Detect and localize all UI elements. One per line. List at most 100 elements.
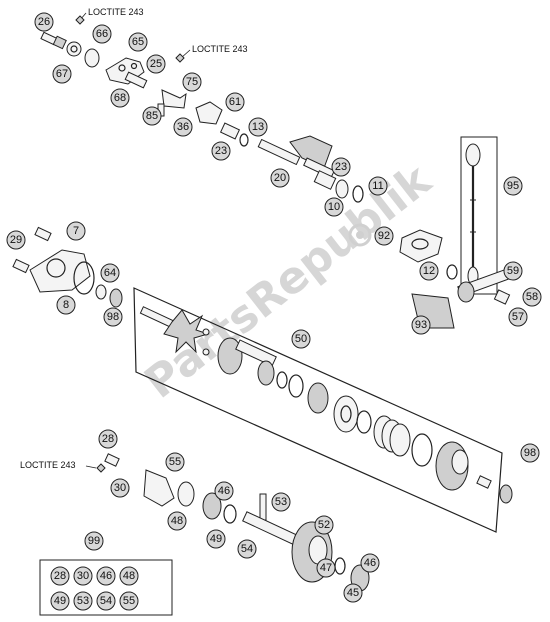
loctite-label-bottom: LOCTITE 243	[20, 460, 106, 473]
callout-98a: 98	[103, 307, 123, 327]
needle-bearing-98-part	[499, 484, 513, 504]
callout-49: 49	[206, 529, 226, 549]
svg-text:13: 13	[252, 121, 264, 133]
svg-text:98: 98	[524, 447, 536, 459]
svg-text:20: 20	[274, 172, 286, 184]
svg-text:65: 65	[132, 36, 144, 48]
callout-59: 59	[503, 261, 523, 281]
svg-text:LOCTITE 243: LOCTITE 243	[192, 44, 248, 54]
svg-text:30: 30	[114, 482, 126, 494]
svg-text:23: 23	[215, 145, 227, 157]
svg-text:85: 85	[146, 110, 158, 122]
svg-text:49: 49	[210, 533, 222, 545]
svg-text:30: 30	[77, 570, 89, 582]
needle-bearing-part	[109, 288, 123, 308]
svg-text:55: 55	[123, 595, 135, 607]
callout-93: 93	[411, 315, 431, 335]
washer-48-part	[177, 481, 195, 507]
callout-13: 13	[248, 117, 268, 137]
callout-30: 30	[110, 478, 130, 498]
hub-part	[333, 395, 359, 433]
svg-text:47: 47	[320, 562, 332, 574]
svg-text:49: 49	[54, 595, 66, 607]
callout-64: 64	[100, 263, 120, 283]
svg-text:46: 46	[364, 557, 376, 569]
callout-10: 10	[324, 197, 344, 217]
callout-66: 66	[92, 24, 112, 44]
callout-95: 95	[503, 176, 523, 196]
callout-46b: 46	[360, 553, 380, 573]
svg-text:66: 66	[96, 28, 108, 40]
svg-text:64: 64	[104, 267, 116, 279]
callout-54: 54	[237, 539, 257, 559]
callout-23b: 23	[331, 157, 351, 177]
svg-text:57: 57	[512, 311, 524, 323]
svg-text:12: 12	[423, 265, 435, 277]
svg-text:50: 50	[295, 333, 307, 345]
callout-36: 36	[173, 117, 193, 137]
callout-47: 47	[316, 558, 336, 578]
svg-text:75: 75	[186, 76, 198, 88]
seal-ring-part	[335, 179, 349, 199]
callout-29: 29	[6, 230, 26, 250]
svg-text:LOCTITE 243: LOCTITE 243	[20, 460, 76, 470]
callout-92: 92	[374, 226, 394, 246]
callout-11: 11	[368, 176, 388, 196]
svg-text:59: 59	[507, 265, 519, 277]
bushing-61-part	[219, 122, 241, 140]
svg-text:98: 98	[107, 311, 119, 323]
kit-99-items: 28 30 46 48 49 53 54 55	[50, 566, 139, 611]
callout-12: 12	[419, 261, 439, 281]
callout-7: 7	[66, 221, 86, 241]
watermark: PartsRepublik	[135, 154, 441, 409]
svg-text:61: 61	[229, 96, 241, 108]
svg-text:48: 48	[123, 570, 135, 582]
callout-45: 45	[343, 583, 363, 603]
svg-text:67: 67	[56, 68, 68, 80]
bushing-part	[124, 71, 148, 89]
svg-text:54: 54	[100, 595, 112, 607]
svg-text:23: 23	[335, 161, 347, 173]
control-shaft-part	[257, 135, 335, 179]
callout-28: 28	[98, 429, 118, 449]
callout-68: 68	[110, 88, 130, 108]
svg-text:36: 36	[177, 121, 189, 133]
svg-text:55: 55	[169, 456, 181, 468]
callout-58: 58	[522, 287, 542, 307]
svg-text:46: 46	[218, 485, 230, 497]
callout-52: 52	[314, 515, 334, 535]
svg-text:93: 93	[415, 319, 427, 331]
svg-text:29: 29	[10, 234, 22, 246]
svg-text:PartsRepublik: PartsRepublik	[135, 154, 441, 409]
callouts: 26 66 65 67 25 75 68 85 61 36 13 23 20 2…	[6, 12, 542, 603]
svg-text:53: 53	[77, 595, 89, 607]
governor-shaft-part	[217, 337, 277, 375]
svg-text:10: 10	[328, 201, 340, 213]
spacer-part	[84, 48, 100, 68]
svg-text:8: 8	[63, 299, 69, 311]
svg-text:48: 48	[171, 515, 183, 527]
svg-text:52: 52	[318, 519, 330, 531]
screw-part	[40, 31, 67, 50]
callout-55: 55	[165, 452, 185, 472]
gear-50-part	[435, 441, 469, 491]
bracket-55-part	[143, 469, 175, 507]
svg-text:7: 7	[73, 225, 79, 237]
bracket-plate-part	[195, 101, 223, 125]
bearing-46-part	[202, 492, 222, 520]
callout-65: 65	[128, 32, 148, 52]
bearing-part	[257, 360, 275, 386]
callout-25: 25	[146, 54, 166, 74]
pin-53-part	[259, 493, 267, 521]
assembly-box-50	[133, 287, 503, 533]
callout-67: 67	[52, 64, 72, 84]
svg-text:28: 28	[102, 433, 114, 445]
svg-text:68: 68	[114, 92, 126, 104]
callout-20: 20	[270, 168, 290, 188]
svg-text:53: 53	[275, 496, 287, 508]
callout-48: 48	[167, 511, 187, 531]
washer-part	[66, 41, 82, 57]
svg-text:54: 54	[241, 543, 253, 555]
circlip-part	[352, 185, 364, 203]
